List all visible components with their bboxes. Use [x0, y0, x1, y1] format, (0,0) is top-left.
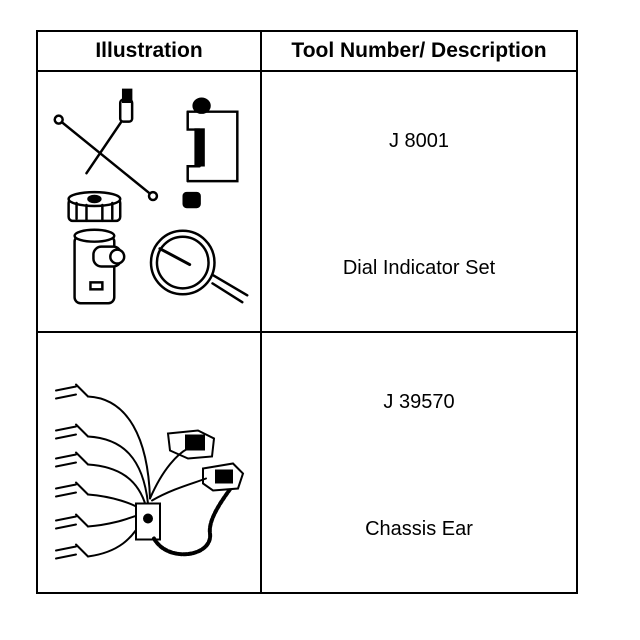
- tool-description: Chassis Ear: [365, 518, 473, 540]
- tool-description: Dial Indicator Set: [342, 257, 496, 279]
- dial-indicator-set-illustration: [36, 70, 262, 333]
- table-header-row: Illustration Tool Number/ Description: [36, 30, 578, 72]
- table-row: J 8001 Dial Indicator Set: [36, 70, 578, 333]
- tool-number: J 39570: [383, 391, 455, 413]
- header-illustration: Illustration: [36, 30, 262, 72]
- tools-table: Illustration Tool Number/ Description: [36, 30, 578, 594]
- chassis-ear-illustration: [36, 331, 262, 594]
- table-row: J 39570 Chassis Ear: [36, 331, 578, 594]
- chassis-ear-icon: [55, 383, 245, 560]
- tool-number: J 8001: [388, 130, 450, 152]
- tools-table-grid: Illustration Tool Number/ Description: [36, 30, 578, 594]
- dial-indicator-set-icon: [53, 88, 249, 305]
- header-tool-number-description: Tool Number/ Description: [260, 30, 578, 72]
- tool-description-cell: J 39570 Chassis Ear: [260, 331, 578, 594]
- tool-description-cell: J 8001 Dial Indicator Set: [260, 70, 578, 333]
